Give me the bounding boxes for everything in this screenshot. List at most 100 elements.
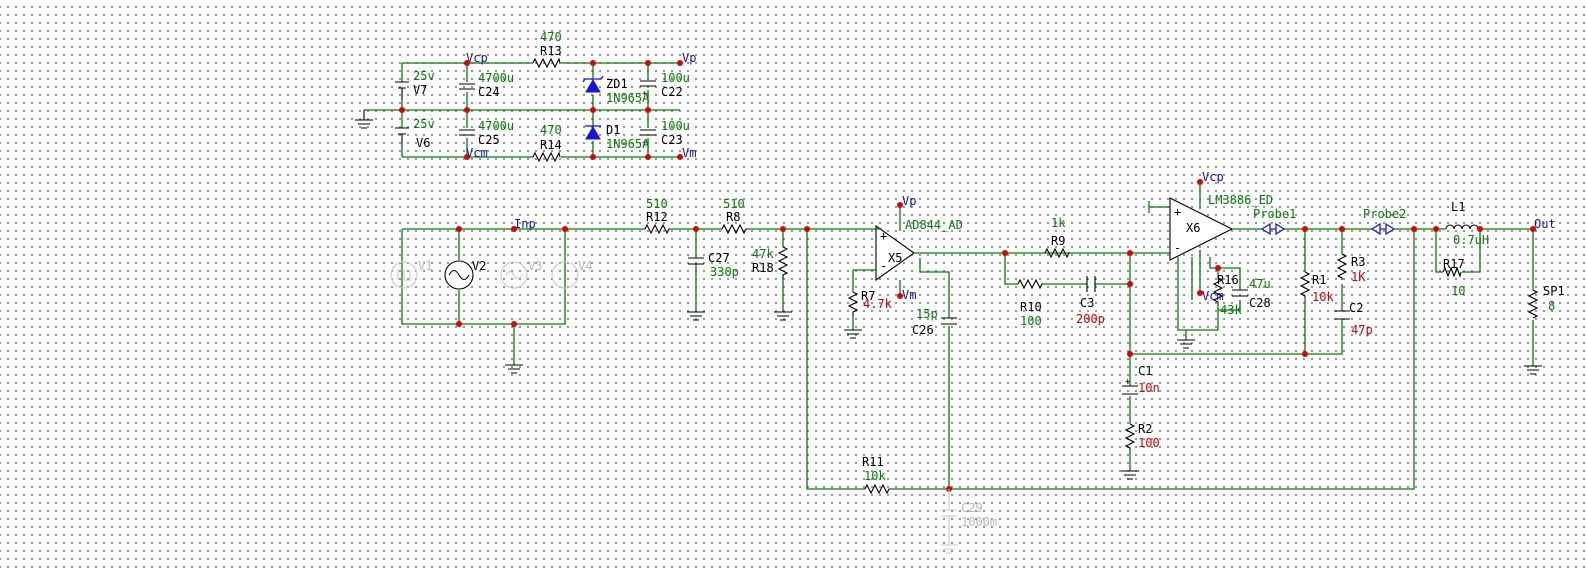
output-section xyxy=(1299,224,1542,375)
inductor-L1[interactable] xyxy=(1436,224,1480,230)
capacitor-C25[interactable] xyxy=(459,129,475,136)
C1-value: 10n xyxy=(1138,381,1160,395)
resistor-R18[interactable] xyxy=(777,246,789,278)
resistor-R17[interactable] xyxy=(1442,266,1462,278)
capacitor-C29-disabled[interactable] xyxy=(940,489,958,554)
input-section xyxy=(390,223,1415,490)
battery-V6[interactable] xyxy=(395,127,409,146)
capacitor-C2[interactable] xyxy=(1334,310,1350,320)
R17-value: 10 xyxy=(1451,284,1465,298)
probe-2[interactable] xyxy=(1370,222,1396,236)
R1-name: R1 xyxy=(1312,273,1326,287)
power-supply-section: + + xyxy=(355,57,683,163)
ZD1-value: 1N965A xyxy=(606,91,650,105)
resistor-R10[interactable] xyxy=(1017,278,1043,290)
C26-value: 15p xyxy=(916,307,938,321)
opamp-X6[interactable]: + - xyxy=(1169,197,1234,261)
V1-name: V1 xyxy=(418,259,432,273)
opamp-X5[interactable]: + - xyxy=(875,224,915,282)
capacitor-C1[interactable]: + xyxy=(1122,377,1138,395)
R2-name: R2 xyxy=(1138,422,1152,436)
V6-value: 25v xyxy=(413,117,435,131)
C3-value: 200p xyxy=(1076,312,1105,326)
R17-name: R17 xyxy=(1443,257,1465,271)
net-label-vcp-x6: Vcp xyxy=(1202,170,1224,184)
source-V3-disabled[interactable] xyxy=(500,261,528,289)
net-label-vcm: Vcm xyxy=(466,146,488,160)
resistor-R14[interactable] xyxy=(532,151,561,163)
net-label-vcm-x6: Vcm xyxy=(1202,289,1224,303)
resistor-R11[interactable] xyxy=(864,483,890,495)
R16-value: 43k xyxy=(1220,303,1242,317)
resistor-R3[interactable] xyxy=(1336,253,1348,280)
R7-name: R7 xyxy=(861,289,875,303)
source-V4-disabled[interactable] xyxy=(551,261,579,289)
R1-value: 10k xyxy=(1312,290,1334,304)
resistor-R16[interactable] xyxy=(1212,277,1224,303)
V3-name: V3 xyxy=(528,259,542,273)
R13-name: R13 xyxy=(540,44,562,58)
C1-name: C1 xyxy=(1138,364,1152,378)
R18-name: R18 xyxy=(752,261,774,275)
C28-name: C28 xyxy=(1249,296,1271,310)
capacitor-C22[interactable]: + xyxy=(640,80,656,99)
power-nodes xyxy=(399,60,683,160)
resistor-R2[interactable] xyxy=(1124,423,1136,450)
capacitor-C28[interactable] xyxy=(1232,289,1248,297)
x6-stage: + - xyxy=(1148,179,1436,349)
R9-value: 1k xyxy=(1051,216,1066,230)
R11-value: 10k xyxy=(864,469,886,483)
resistor-R1[interactable] xyxy=(1299,271,1311,298)
battery-V7[interactable] xyxy=(395,81,409,100)
R2-value: 100 xyxy=(1138,436,1160,450)
diode-D1[interactable] xyxy=(585,125,601,140)
C29-name: C29 xyxy=(961,501,983,515)
net-label-vm-x5: Vm xyxy=(902,288,916,302)
x5-stage: + - xyxy=(844,202,1130,489)
C24-name: C24 xyxy=(478,85,500,99)
net-label-out: Out xyxy=(1534,217,1556,231)
R3-value: 1K xyxy=(1351,270,1366,284)
L1-name: L1 xyxy=(1451,200,1465,214)
net-label-vcp: Vcp xyxy=(466,51,488,65)
capacitor-C24[interactable] xyxy=(459,83,475,90)
speaker-SP1[interactable] xyxy=(1527,289,1539,319)
V7-value: 25v xyxy=(413,69,435,83)
resistor-R7[interactable] xyxy=(847,291,859,315)
X5-value: AD844_AD xyxy=(905,218,963,232)
C23-value: 100u xyxy=(661,119,690,133)
R10-name: R10 xyxy=(1020,300,1042,314)
X6-name: X6 xyxy=(1186,221,1200,235)
svg-text:+: + xyxy=(1174,205,1181,219)
svg-text:+: + xyxy=(642,138,648,148)
capacitor-C23[interactable]: + xyxy=(640,129,656,148)
C2-value: 47p xyxy=(1351,323,1373,337)
capacitor-C3[interactable] xyxy=(1086,276,1096,292)
source-V2[interactable] xyxy=(444,260,474,290)
resistor-R8[interactable] xyxy=(721,223,747,235)
capacitor-C26[interactable] xyxy=(941,317,957,325)
probe1-label: Probe1 xyxy=(1253,207,1296,221)
svg-text:-: - xyxy=(1174,241,1181,255)
zener-diode-ZD1[interactable] xyxy=(582,75,604,93)
source-V1-disabled[interactable] xyxy=(390,261,418,289)
input-nodes xyxy=(456,226,810,327)
resistor-R12[interactable] xyxy=(644,223,670,235)
net-label-vm: Vm xyxy=(682,146,696,160)
R3-name: R3 xyxy=(1351,255,1365,269)
R16-name: R16 xyxy=(1217,273,1239,287)
C24-value: 4700u xyxy=(478,71,514,85)
capacitor-C27[interactable] xyxy=(688,257,704,265)
resistor-R9[interactable] xyxy=(1044,247,1070,259)
global-feedback xyxy=(864,483,958,554)
probe-1[interactable] xyxy=(1260,222,1286,236)
probe2-label: Probe2 xyxy=(1363,207,1406,221)
R8-name: R8 xyxy=(726,210,740,224)
R9-name: R9 xyxy=(1051,234,1065,248)
resistor-R13[interactable] xyxy=(532,57,561,69)
C22-value: 100u xyxy=(661,71,690,85)
labels: Vcp Vp Vcm Vm 25v V7 25v V6 4700u C24 47… xyxy=(413,30,1565,529)
V4-name: V4 xyxy=(578,259,592,273)
